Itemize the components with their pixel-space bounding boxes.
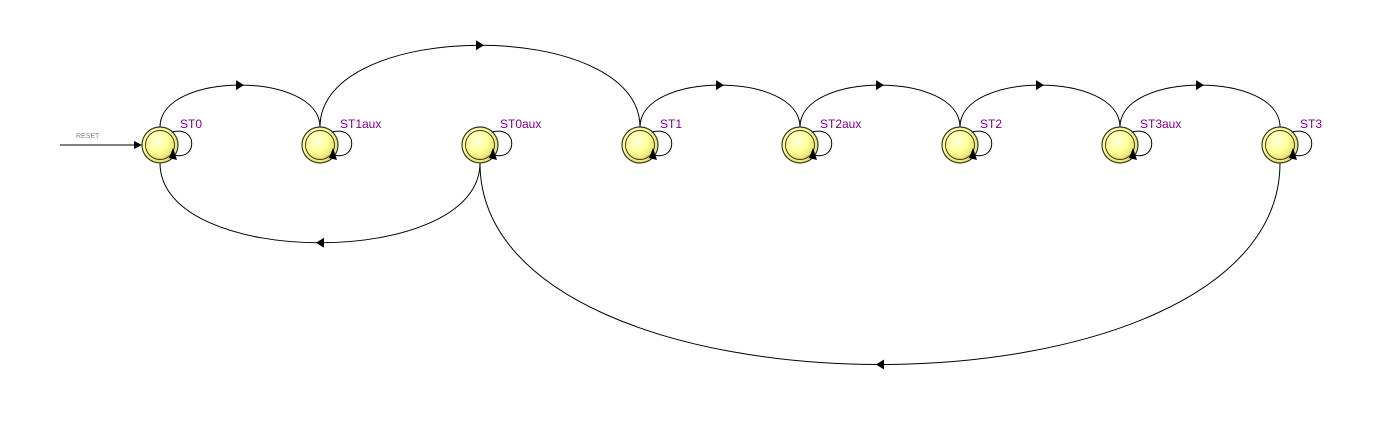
state-label-st2: ST2 [980, 117, 1002, 131]
state-st2[interactable]: ST2 [941, 117, 1002, 164]
state-label-st1aux: ST1aux [340, 117, 381, 131]
state-st2aux-inner-ring [785, 130, 815, 160]
state-label-st2aux: ST2aux [820, 117, 861, 131]
arrowhead-st3-to-st0aux [876, 359, 884, 370]
state-st3[interactable]: ST3 [1261, 117, 1322, 164]
self-loop-arrowhead-st3 [1289, 148, 1297, 160]
state-label-st3: ST3 [1300, 117, 1322, 131]
self-loop-arrowhead-st2 [969, 148, 977, 160]
arrowhead-st0-to-st1aux [236, 80, 244, 91]
transition-st3-to-st0aux [479, 162, 1281, 365]
self-loop-arrowhead-st0 [169, 148, 177, 160]
self-loop-st0 [171, 130, 193, 157]
states-layer: ST0 ST1aux ST0aux ST1 ST2aux ST2 ST3aux ST3 [141, 117, 1322, 164]
arrowhead-st2-to-st3aux [1036, 80, 1044, 91]
arrowhead-st3aux-to-st3 [1196, 80, 1204, 91]
transition-st0aux-to-st0 [159, 162, 481, 244]
reset-arrow-group: RESET [60, 133, 142, 149]
state-st0aux[interactable]: ST0aux [461, 117, 541, 164]
self-loop-st1aux [331, 130, 353, 157]
state-st3aux-inner-ring [1105, 130, 1135, 160]
state-label-st1: ST1 [660, 117, 682, 131]
arrowhead-st0aux-to-st0 [316, 237, 324, 248]
arrowhead-st1-to-st2aux [716, 80, 724, 91]
state-st0aux-inner-ring [465, 130, 495, 160]
state-st1-inner-ring [625, 130, 655, 160]
self-loop-arrowhead-st1 [649, 148, 657, 160]
self-loop-st0aux [491, 130, 513, 157]
arrowhead-st1aux-to-st1 [476, 40, 484, 51]
self-loop-arrowhead-st1aux [329, 148, 337, 160]
self-loop-st2aux [811, 130, 833, 157]
self-loop-arrowhead-st2aux [809, 148, 817, 160]
state-st2aux[interactable]: ST2aux [781, 117, 861, 164]
state-st0[interactable]: ST0 [141, 117, 202, 164]
self-loop-arrowhead-st3aux [1129, 148, 1137, 160]
state-st1[interactable]: ST1 [621, 117, 682, 164]
transition-st1aux-to-st1 [319, 44, 641, 128]
self-loop-st3aux [1131, 130, 1153, 157]
state-label-st0: ST0 [180, 117, 202, 131]
state-label-st3aux: ST3aux [1140, 117, 1181, 131]
state-st0-inner-ring [145, 130, 175, 160]
self-loop-st2 [971, 130, 993, 157]
reset-label: RESET [76, 133, 100, 140]
self-loop-st1 [651, 130, 673, 157]
self-loop-st3 [1291, 130, 1313, 157]
state-label-st0aux: ST0aux [500, 117, 541, 131]
self-loop-arrowhead-st0aux [489, 148, 497, 160]
state-st2-inner-ring [945, 130, 975, 160]
arrowhead-st2aux-to-st2 [876, 80, 884, 91]
state-st3-inner-ring [1265, 130, 1295, 160]
state-st1aux-inner-ring [305, 130, 335, 160]
state-st1aux[interactable]: ST1aux [301, 117, 381, 164]
state-st3aux[interactable]: ST3aux [1101, 117, 1181, 164]
reset-arrowhead [134, 141, 142, 149]
transitions-layer [159, 40, 1281, 370]
